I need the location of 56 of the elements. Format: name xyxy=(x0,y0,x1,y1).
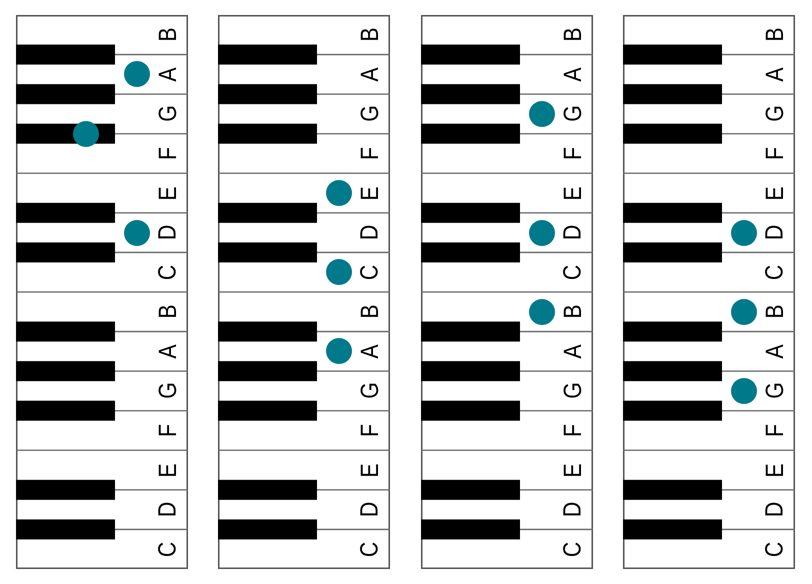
note-letter: E xyxy=(155,186,180,200)
note-letter: A xyxy=(560,344,586,358)
note-letter: G xyxy=(762,106,788,122)
note-letter: E xyxy=(560,462,586,478)
note-letter: A xyxy=(357,67,382,82)
note-letter: G xyxy=(156,106,181,122)
note-letter: A xyxy=(762,344,788,358)
note-letter: E xyxy=(155,462,180,478)
note-letter: B xyxy=(155,28,180,42)
note-letter: A xyxy=(155,344,180,358)
note-letter: C xyxy=(358,542,383,557)
note-letter: C xyxy=(762,264,788,280)
note-letter: G xyxy=(560,106,586,122)
note-letter: C xyxy=(762,542,788,557)
note-letter: A xyxy=(560,67,586,82)
note-letter: C xyxy=(156,542,181,557)
note-letter: B xyxy=(762,304,788,319)
note-letter: D xyxy=(156,502,181,518)
note-letter: D xyxy=(762,502,788,518)
note-letter: E xyxy=(762,462,788,478)
note-letter: E xyxy=(560,186,586,200)
note-letter: D xyxy=(560,224,586,240)
note-letter: G xyxy=(560,382,586,400)
note-letter: F xyxy=(762,147,788,160)
note-letter: B xyxy=(560,304,586,319)
note-letter: F xyxy=(762,424,788,437)
note-letter: D xyxy=(358,502,383,518)
note-letter: B xyxy=(762,28,788,42)
note-letter: B xyxy=(357,304,382,319)
note-letter: F xyxy=(358,147,383,160)
note-letter: D xyxy=(560,502,586,518)
note-letter: F xyxy=(358,424,383,437)
note-letter: B xyxy=(560,28,586,42)
note-letter: E xyxy=(357,186,382,200)
note-letter: G xyxy=(358,106,383,122)
note-letter: G xyxy=(156,382,181,400)
note-letter: E xyxy=(357,462,382,478)
note-letter: G xyxy=(762,382,788,400)
note-letter: D xyxy=(762,224,788,240)
note-letter: A xyxy=(357,344,382,358)
note-letter: G xyxy=(358,382,383,400)
note-letter: C xyxy=(560,542,586,557)
note-letter: E xyxy=(762,186,788,200)
note-letter: F xyxy=(560,424,586,437)
note-letter: C xyxy=(358,264,383,280)
note-letter: C xyxy=(156,264,181,280)
note-letter: C xyxy=(560,264,586,280)
note-letter: F xyxy=(156,424,181,437)
note-letter: B xyxy=(155,304,180,319)
note-letter: D xyxy=(156,224,181,240)
note-letter: F xyxy=(560,147,586,160)
note-letter: D xyxy=(358,224,383,240)
note-letter: F xyxy=(156,147,181,160)
note-letter: B xyxy=(357,28,382,42)
note-letter: A xyxy=(762,67,788,82)
note-letter: A xyxy=(155,67,180,82)
